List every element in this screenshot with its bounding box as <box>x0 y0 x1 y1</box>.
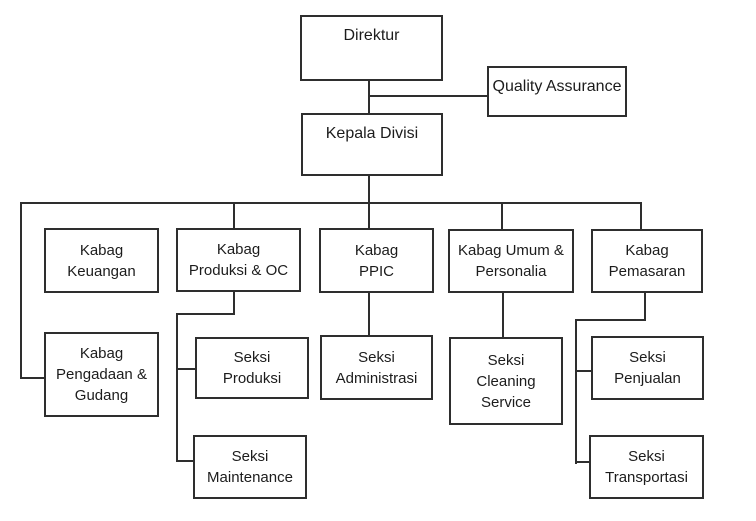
connector-left-rail-down <box>20 202 22 379</box>
org-box-label: Seksi <box>487 351 525 369</box>
org-box-label: Penjualan <box>614 370 681 387</box>
org-box-label: Pengadaan & <box>56 366 147 383</box>
org-box-label: Kabag <box>216 241 261 258</box>
connector-direktur-to-kepala-divisi <box>368 81 370 113</box>
org-box-label: Kabag <box>354 241 399 259</box>
org-box-label: Maintenance <box>207 469 293 486</box>
org-box-label: Kepala Divisi <box>325 125 419 142</box>
connector-kepala-divisi-to-rail <box>368 176 370 204</box>
org-box-label: Gudang <box>74 387 129 404</box>
connector-pemasaran-sub-rail <box>575 319 577 464</box>
org-box-label: Seksi <box>233 349 271 366</box>
connector-stub-to-seksi-penjualan <box>577 370 592 372</box>
org-box-label: Produksi & OC <box>188 262 289 279</box>
connector-rail-to-kabag-produksi-oc <box>233 202 235 229</box>
org-box-label: Seksi <box>628 448 665 465</box>
org-box-label: Service <box>480 393 532 411</box>
org-box-label: Seksi <box>629 349 666 366</box>
org-box-label: PPIC <box>358 262 394 280</box>
org-box-label: Keuangan <box>67 262 136 280</box>
connector-produksi-sub-rail <box>176 313 178 462</box>
org-box-direktur: Direktur <box>300 15 443 81</box>
org-box-label: Produksi <box>222 370 282 387</box>
connector-trunk-to-quality-assurance <box>369 95 488 97</box>
org-box-label: Kabag <box>79 241 124 259</box>
connector-umum-to-cleaning-service <box>502 293 504 338</box>
connector-rail-to-kabag-ppic <box>368 202 370 229</box>
org-box-label: Direktur <box>343 27 400 44</box>
org-box-label: Seksi <box>358 348 395 366</box>
connector-stub-to-seksi-transportasi <box>577 461 590 463</box>
connector-produksi-oc-elbow-down <box>233 292 235 315</box>
connector-ppic-to-administrasi <box>368 293 370 336</box>
org-box-label: Cleaning <box>476 372 536 390</box>
connector-rail-to-kabag-umum <box>501 202 503 230</box>
org-box-label: Administrasi <box>335 369 418 387</box>
org-box-label: Transportasi <box>605 469 688 486</box>
connector-produksi-oc-elbow-across <box>176 313 235 315</box>
org-box-label: Kabag Umum & <box>458 242 564 259</box>
org-box-kepala-divisi: Kepala Divisi <box>301 113 443 176</box>
connector-distribution-rail <box>20 202 642 204</box>
org-box-label: Quality Assurance <box>492 78 622 95</box>
connector-pemasaran-elbow-down <box>644 293 646 321</box>
connector-pemasaran-elbow-across <box>575 319 646 321</box>
org-box-label: Seksi <box>231 448 269 465</box>
org-box-quality-assurance: Quality Assurance <box>487 66 627 117</box>
org-box-label: Personalia <box>475 263 547 280</box>
connector-stub-to-seksi-produksi <box>178 368 196 370</box>
org-box-kabag-umum-personalia: Kabag Umum & Personalia <box>448 229 574 293</box>
org-box-label: Pemasaran <box>608 263 686 280</box>
connector-stub-to-seksi-maintenance <box>178 460 194 462</box>
connector-rail-to-kabag-pemasaran <box>640 202 642 230</box>
org-box-label: Kabag <box>625 242 669 259</box>
org-box-label: Kabag <box>79 345 124 362</box>
connector-left-rail-to-pengadaan <box>20 377 46 379</box>
